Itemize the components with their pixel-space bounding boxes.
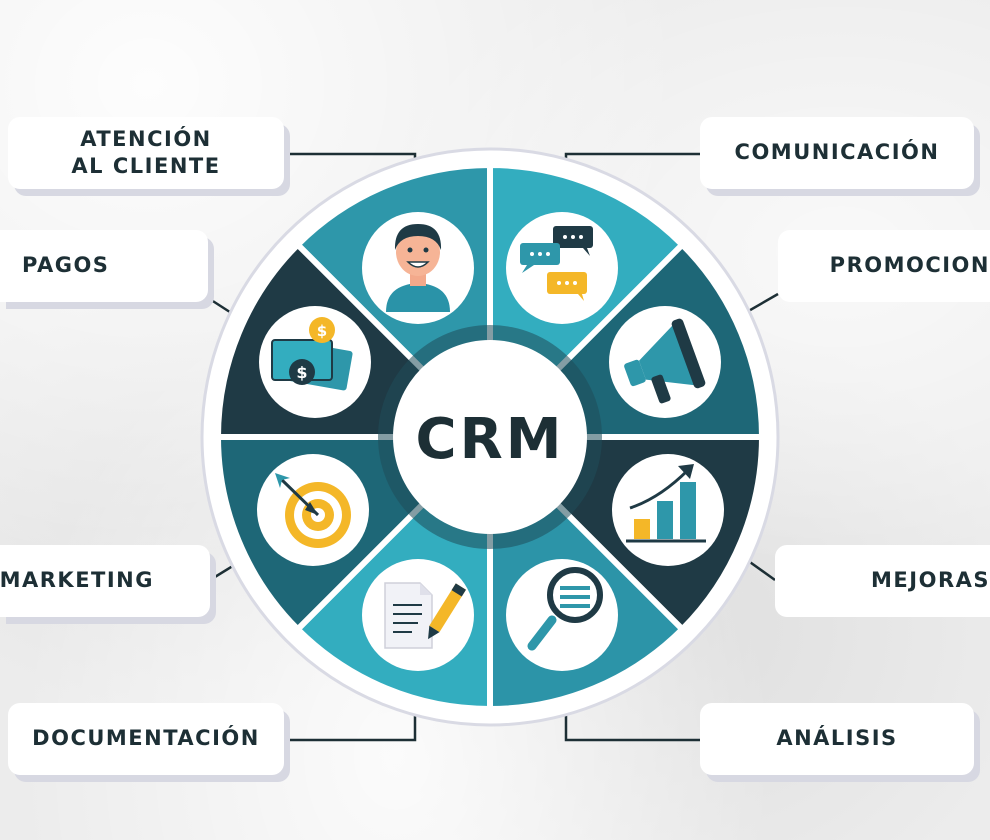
label-promocion: PROMOCION: [778, 230, 990, 302]
label-comunicacion: COMUNICACIÓN: [700, 117, 974, 189]
outer-ring-border: [200, 147, 780, 727]
label-text: ANÁLISIS: [776, 726, 898, 751]
label-text: MEJORAS: [871, 568, 990, 593]
label-text: ATENCIÓN AL CLIENTE: [71, 126, 221, 178]
target-arrow-icon: [275, 473, 351, 548]
label-marketing: MARKETING: [0, 545, 210, 617]
growth-chart-icon: [626, 464, 706, 543]
label-analisis: ANÁLISIS: [700, 703, 974, 775]
document-pen-icon: [384, 582, 466, 649]
label-pagos: PAGOS: [0, 230, 208, 302]
label-text: PROMOCION: [829, 253, 990, 278]
chat-bubbles-icon: [520, 226, 593, 301]
svg-text:$: $: [296, 363, 307, 382]
label-text: COMUNICACIÓN: [734, 140, 940, 165]
label-text: MARKETING: [0, 568, 154, 593]
label-text: DOCUMENTACIÓN: [32, 726, 260, 751]
center-label: CRM: [416, 407, 565, 472]
label-mejoras: MEJORAS: [775, 545, 990, 617]
magnifying-glass-icon: [527, 567, 603, 651]
label-text: PAGOS: [22, 253, 110, 278]
money-payment-icon: $ $: [271, 317, 353, 391]
megaphone-icon: [624, 318, 706, 404]
label-atencion-al-cliente: ATENCIÓN AL CLIENTE: [8, 117, 284, 189]
customer-service-agent-icon: [386, 224, 450, 312]
label-documentacion: DOCUMENTACIÓN: [8, 703, 284, 775]
svg-text:$: $: [317, 322, 327, 340]
center-circle: [393, 340, 587, 534]
